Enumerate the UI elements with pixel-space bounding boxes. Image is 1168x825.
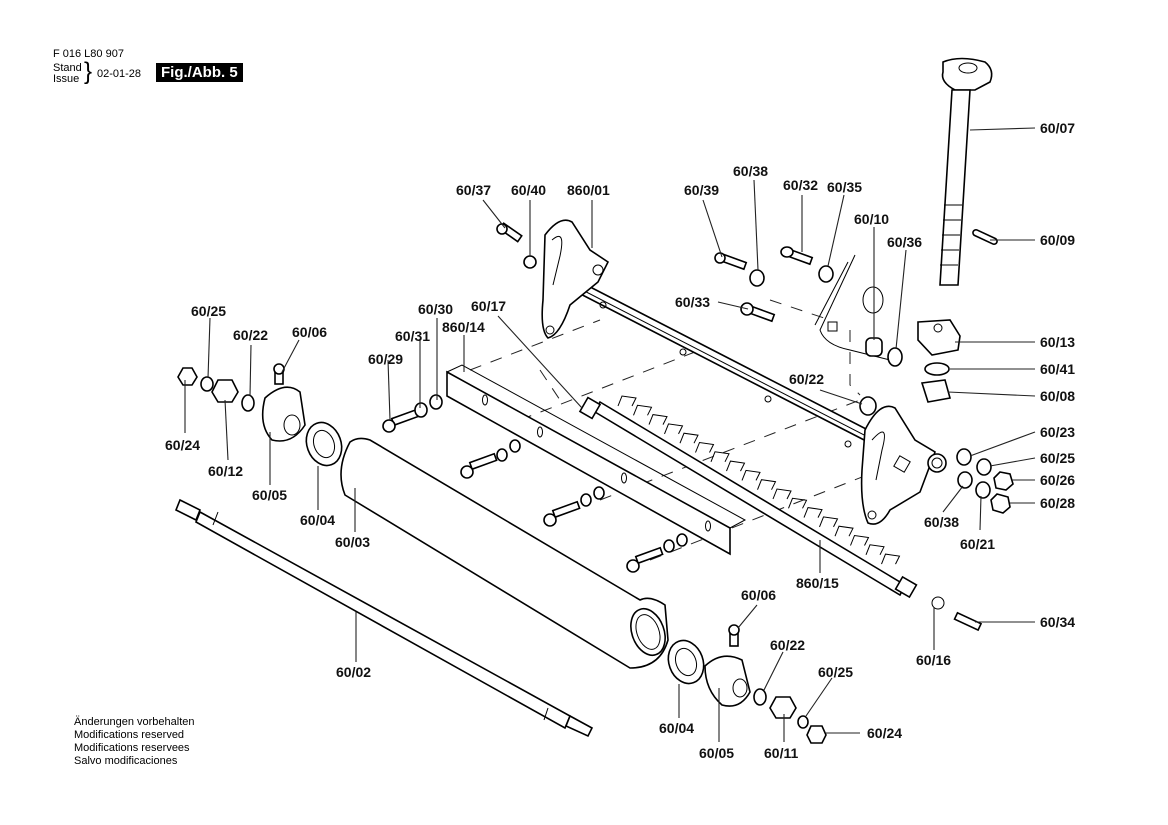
part-label-60-21: 60/21 [960,536,995,552]
cutter-tooth [633,404,653,416]
cutter-tooth [741,469,761,481]
part-label-60-23: 60/23 [1040,424,1075,440]
cutter-tooth [679,432,699,444]
issue-label: Issue [53,73,80,85]
cutter-tooth [850,534,870,546]
issue-date: 02-01-28 [97,68,142,80]
cutter-tooth [726,460,746,472]
part-label-60-31: 60/31 [395,328,430,344]
stand-label: Stand [53,62,82,74]
right-side-plate [860,405,947,525]
mounting-bracket-outline [814,254,891,361]
cutter-shaft [578,395,918,599]
note-line: Salvo modificaciones [74,755,178,767]
cutter-tooth [617,395,637,407]
cutter-tooth [664,423,684,435]
part-label-60-17: 60/17 [471,298,506,314]
note-line: Modifications reserved [74,729,185,741]
part-label-60-22: 60/22 [770,637,805,653]
cutter-tooth [710,451,730,463]
part-label-60-28: 60/28 [1040,495,1075,511]
cutter-tooth [788,497,808,509]
part-label-60-39: 60/39 [684,182,719,198]
cutter-tooth [834,525,854,537]
part-label-60-06: 60/06 [741,587,776,603]
part-label-60-35: 60/35 [827,179,862,195]
cutter-tooth [865,544,885,556]
part-label-60-10: 60/10 [854,211,889,227]
part-label-60-07: 60/07 [1040,120,1075,136]
axle [174,498,594,738]
part-label-60-30: 60/30 [418,301,453,317]
adjusting-screw [939,57,993,286]
note-line: Änderungen vorbehalten [74,716,195,728]
part-label-60-04: 60/04 [300,512,335,528]
part-label-60-40: 60/40 [511,182,546,198]
part-label-60-38: 60/38 [924,514,959,530]
part-label-60-03: 60/03 [335,534,370,550]
cutter-tooth [757,479,777,490]
part-label-60-22: 60/22 [233,327,268,343]
note-line: Modifications reservees [74,742,190,754]
cutter-tooth [803,507,823,518]
part-label-60-04: 60/04 [659,720,694,736]
part-label-60-08: 60/08 [1040,388,1075,404]
part-label-60-34: 60/34 [1040,614,1075,630]
drawing [174,57,1014,744]
part-label-60-37: 60/37 [456,182,491,198]
part-label-60-16: 60/16 [916,652,951,668]
cutter-tooth [772,488,792,500]
part-label-60-24: 60/24 [165,437,200,453]
front-bar [446,364,747,556]
hardware [177,222,1014,744]
part-label-60-26: 60/26 [1040,472,1075,488]
part-label-60-36: 60/36 [887,234,922,250]
part-label-60-33: 60/33 [675,294,710,310]
part-label-60-12: 60/12 [208,463,243,479]
part-label-60-06: 60/06 [292,324,327,340]
figure-label: Fig./Abb. 5 [156,63,243,82]
modification-notes: Änderungen vorbehalten Modifications res… [74,716,194,768]
part-label-60-11: 60/11 [764,745,798,761]
leader-lines [184,127,1036,742]
document-number: F 016 L80 907 [53,48,124,60]
part-label-60-29: 60/29 [368,351,403,367]
part-label-860-01: 860/01 [567,182,610,198]
part-label-60-02: 60/02 [336,664,371,680]
shaft-teeth [617,395,901,565]
left-side-plate [541,219,610,339]
part-label-60-25: 60/25 [191,303,226,319]
cutter-tooth [695,441,715,453]
part-label-60-32: 60/32 [783,177,818,193]
part-label-60-38: 60/38 [733,163,768,179]
pin [972,228,998,246]
cutter-tooth [881,553,901,565]
part-label-60-05: 60/05 [252,487,287,503]
part-label-60-24: 60/24 [867,725,902,741]
part-label-60-13: 60/13 [1040,334,1075,350]
part-label-860-14: 860/14 [442,319,485,335]
brace-symbol: } [84,58,93,85]
part-label-60-22: 60/22 [789,371,824,387]
cross-bar [562,271,904,462]
part-label-60-25: 60/25 [1040,450,1075,466]
part-label-60-41: 60/41 [1040,361,1075,377]
part-label-60-25: 60/25 [818,664,853,680]
cutter-tooth [819,516,839,528]
roller [340,437,669,669]
part-labels: 60/07 60/09 60/37 60/40 860/01 60/39 60/… [165,120,1075,761]
part-label-60-05: 60/05 [699,745,734,761]
part-label-860-15: 860/15 [796,575,839,591]
cutter-tooth [648,414,668,425]
part-label-60-09: 60/09 [1040,232,1075,248]
